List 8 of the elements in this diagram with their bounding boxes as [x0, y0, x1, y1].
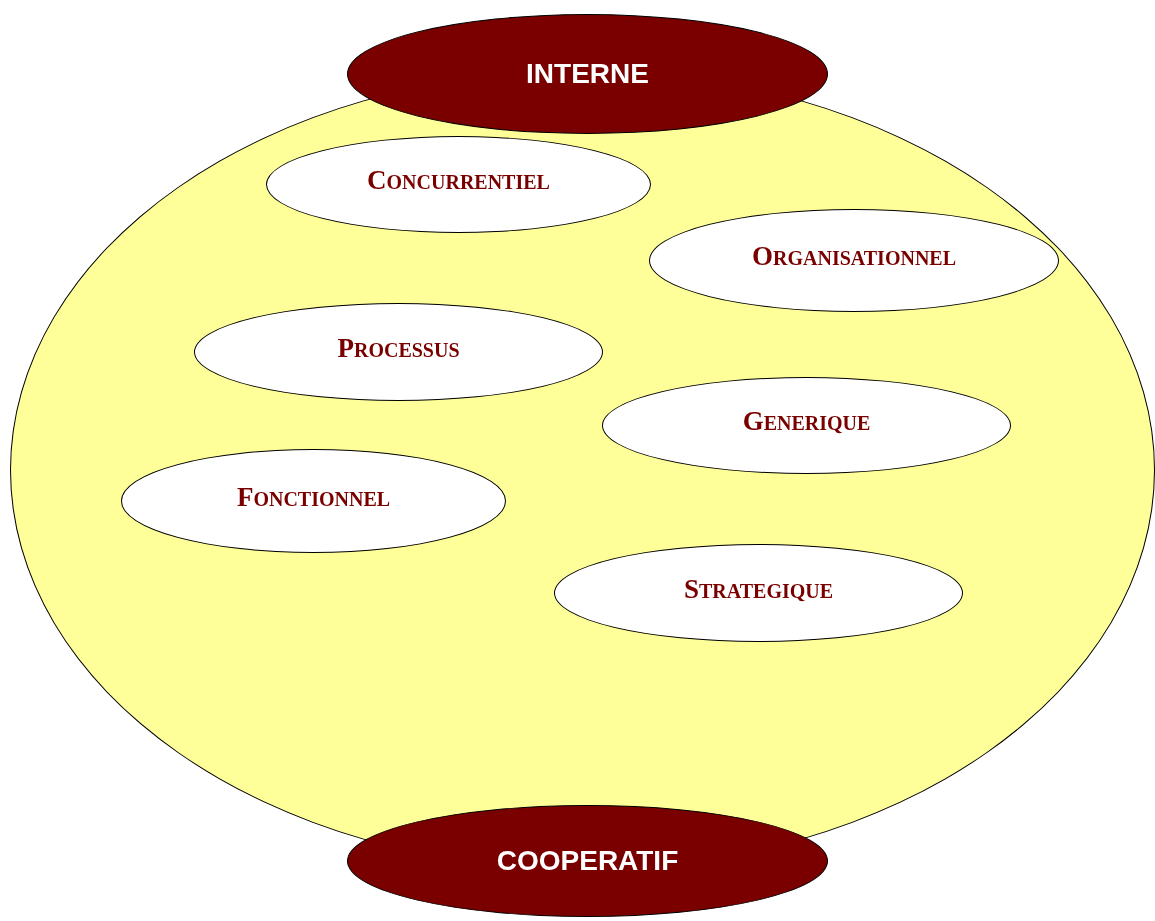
node-label: PROCESSUS	[337, 332, 460, 364]
node-label: FONCTIONNEL	[236, 481, 391, 513]
node-label: COOPERATIF	[496, 845, 679, 877]
node-label: STRATEGIQUE	[683, 573, 834, 605]
node-label: GENERIQUE	[742, 406, 871, 437]
node-label: CONCURRENTIEL	[367, 165, 550, 196]
node-label: ORGANISATIONNEL	[752, 241, 956, 272]
node-label: INTERNE	[526, 58, 649, 90]
